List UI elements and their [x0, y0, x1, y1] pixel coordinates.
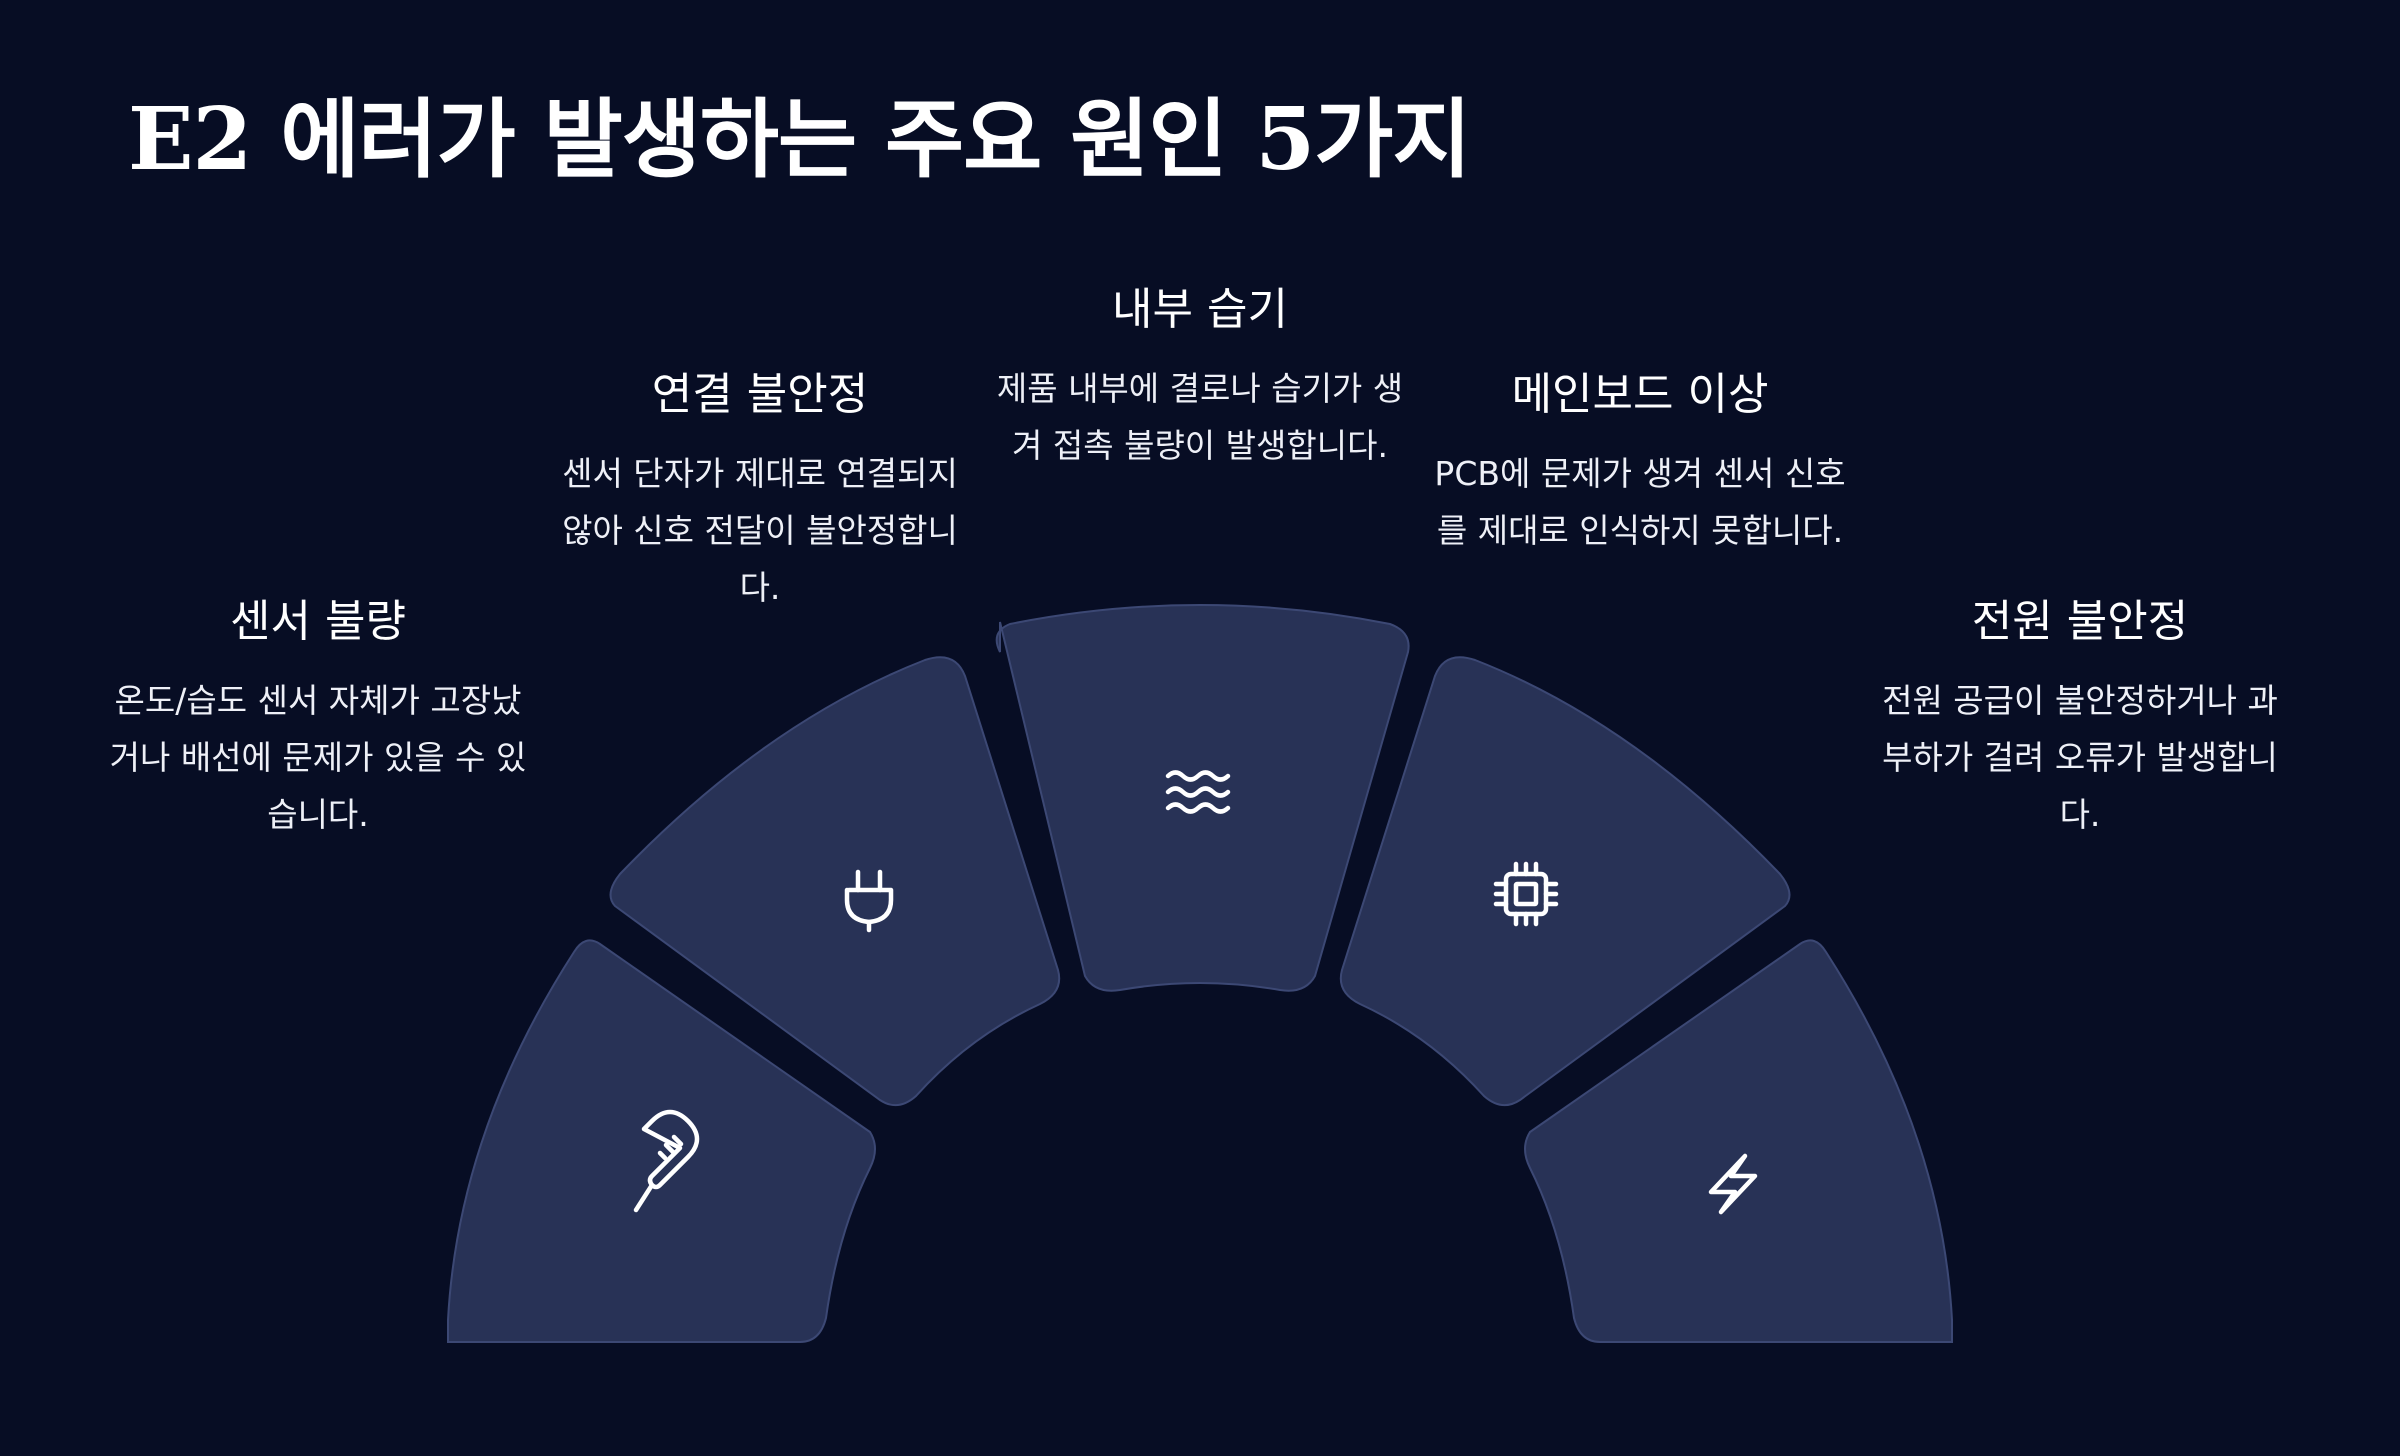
plug-icon — [844, 869, 894, 933]
cause-title: 연결 불안정 — [651, 369, 869, 420]
segment-power-unstable — [1524, 939, 1953, 1343]
thermometer-icon — [633, 1109, 700, 1213]
cause-description: 제품 내부에 결로나 습기가 생겨 접촉 불량이 발생합니다. — [996, 369, 1404, 465]
cause-title: 센서 불량 — [230, 596, 406, 647]
lightning-icon — [1708, 1153, 1758, 1215]
cause-label-sensor-fault: 센서 불량 온도/습도 센서 자체가 고장났거나 배선에 문제가 있을 수 있습… — [108, 592, 528, 843]
cause-label-power-unstable: 전원 불안정 전원 공급이 불안정하거나 과부하가 걸려 오류가 발생합니다. — [1870, 592, 2290, 843]
cause-title: 내부 습기 — [1112, 284, 1288, 335]
cause-title: 전원 불안정 — [1971, 596, 2189, 647]
segment-sensor-fault — [447, 939, 876, 1343]
cause-description: 전원 공급이 불안정하거나 과부하가 걸려 오류가 발생합니다. — [1882, 681, 2278, 834]
page-title: E2 에러가 발생하는 주요 원인 5가지 — [128, 89, 1471, 190]
cause-label-internal-moisture: 내부 습기 제품 내부에 결로나 습기가 생겨 접촉 불량이 발생합니다. — [990, 280, 1410, 474]
cause-label-mainboard-issue: 메인보드 이상 PCB에 문제가 생겨 센서 신호를 제대로 인식하지 못합니다… — [1430, 365, 1850, 559]
segment-mainboard-issue — [1339, 656, 1791, 1107]
segment-internal-moisture — [995, 604, 1410, 992]
cause-description: PCB에 문제가 생겨 센서 신호를 제대로 인식하지 못합니다. — [1434, 454, 1846, 550]
waves-icon — [1165, 770, 1231, 814]
cause-title: 메인보드 이상 — [1511, 369, 1769, 420]
cause-description: 센서 단자가 제대로 연결되지 않아 신호 전달이 불안정합니다. — [562, 454, 958, 607]
cause-label-connection-unstable: 연결 불안정 센서 단자가 제대로 연결되지 않아 신호 전달이 불안정합니다. — [550, 365, 970, 616]
chip-icon — [1493, 861, 1559, 927]
segment-connection-unstable — [609, 656, 1061, 1107]
cause-description: 온도/습도 센서 자체가 고장났거나 배선에 문제가 있을 수 있습니다. — [109, 681, 527, 834]
